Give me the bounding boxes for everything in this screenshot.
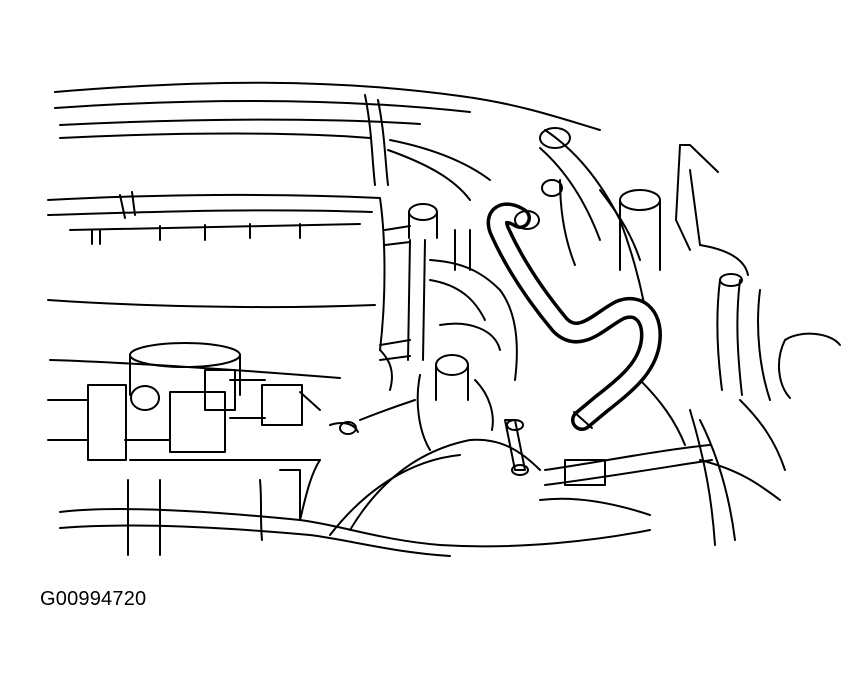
- figure-id-label: G00994720: [40, 588, 147, 610]
- center-bracket: [379, 203, 438, 361]
- highlighted-hose: [486, 202, 662, 431]
- engine-contours: [416, 229, 518, 451]
- right-components: [539, 127, 841, 501]
- hood-lines: [54, 81, 601, 201]
- lower-harness: [59, 409, 736, 557]
- air-cleaner-box: [47, 191, 393, 391]
- valve-cluster: [47, 342, 416, 461]
